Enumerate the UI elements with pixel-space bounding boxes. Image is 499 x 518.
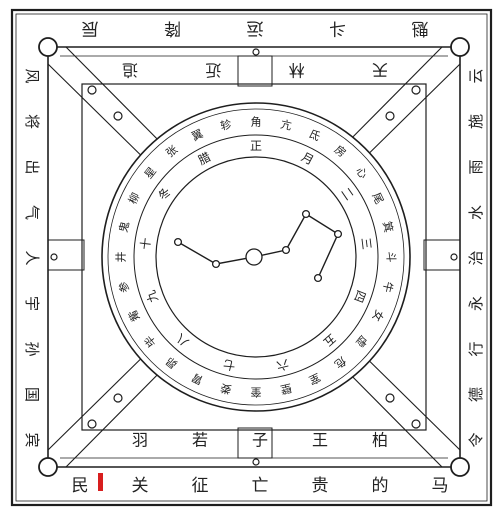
right-char: 德 — [467, 387, 485, 402]
bottom-outer-char: 马 — [432, 476, 449, 496]
inner-ring-char: 三 — [359, 237, 374, 251]
star-5 — [335, 231, 342, 238]
star-2 — [213, 261, 220, 268]
left-char: 孙 — [23, 341, 41, 356]
left-char: 国 — [23, 387, 41, 402]
left-char: 人 — [23, 250, 41, 265]
star-4 — [303, 211, 310, 218]
bottom-inner-characters: 羽若子王柏 — [132, 431, 388, 450]
top-inner-char: 林 — [289, 61, 305, 80]
bottom-inner-char: 柏 — [372, 431, 388, 450]
right-char: 令 — [467, 432, 485, 447]
outer-ring-char: 角 — [251, 116, 262, 129]
bottom-inner-char: 王 — [312, 431, 328, 450]
star-center — [246, 249, 262, 265]
right-char: 行 — [467, 341, 485, 356]
left-char: 将 — [23, 114, 41, 129]
bottom-inner-char: 羽 — [132, 431, 148, 450]
top-inner-char: 追 — [122, 61, 138, 80]
top-outer-char: 运 — [247, 18, 264, 38]
bottom-outer-characters: 民关征亡贵的马 — [72, 476, 449, 496]
top-outer-char: 辰 — [82, 18, 99, 38]
right-char: 施 — [467, 114, 485, 129]
left-char: 宇 — [23, 296, 41, 311]
star-6 — [315, 275, 322, 282]
red-mark — [98, 473, 103, 491]
right-char: 雨 — [467, 159, 485, 174]
bottom-outer-char: 关 — [132, 476, 149, 496]
inner-ring-char: 十 — [138, 237, 153, 251]
inner-ring-char: 正 — [250, 139, 262, 153]
right-char: 水 — [467, 205, 485, 220]
left-char: 气 — [23, 205, 41, 220]
bottom-outer-char: 民 — [72, 476, 89, 496]
bottom-outer-char: 的 — [372, 476, 389, 496]
right-char: 云 — [467, 68, 485, 83]
right-char: 永 — [467, 296, 485, 311]
top-outer-char: 斗 — [329, 18, 346, 38]
left-char: 宾 — [23, 432, 41, 447]
star-3 — [283, 247, 290, 254]
bottom-outer-char: 贵 — [312, 476, 329, 496]
bottom-inner-char: 若 — [192, 431, 208, 450]
outer-ring-char: 奎 — [251, 386, 262, 400]
left-char: 风 — [23, 68, 41, 83]
top-outer-characters: 辰降运斗魁 — [82, 18, 429, 38]
left-char: 出 — [23, 159, 41, 174]
top-inner-char: 近 — [205, 61, 221, 80]
bottom-outer-char: 征 — [192, 476, 209, 496]
right-char: 治 — [467, 250, 485, 265]
bottom-outer-char: 亡 — [252, 476, 269, 496]
top-inner-char: 天 — [372, 61, 388, 80]
star-1 — [175, 239, 182, 246]
top-outer-char: 降 — [164, 18, 181, 38]
bottom-inner-char: 子 — [252, 431, 268, 450]
top-inner-characters: 追近林天 — [122, 61, 388, 80]
north-bar — [238, 56, 272, 86]
outer-ring-char: 井 — [114, 252, 128, 263]
outer-ring-char: 斗 — [385, 252, 398, 263]
top-outer-char: 魁 — [412, 18, 429, 38]
